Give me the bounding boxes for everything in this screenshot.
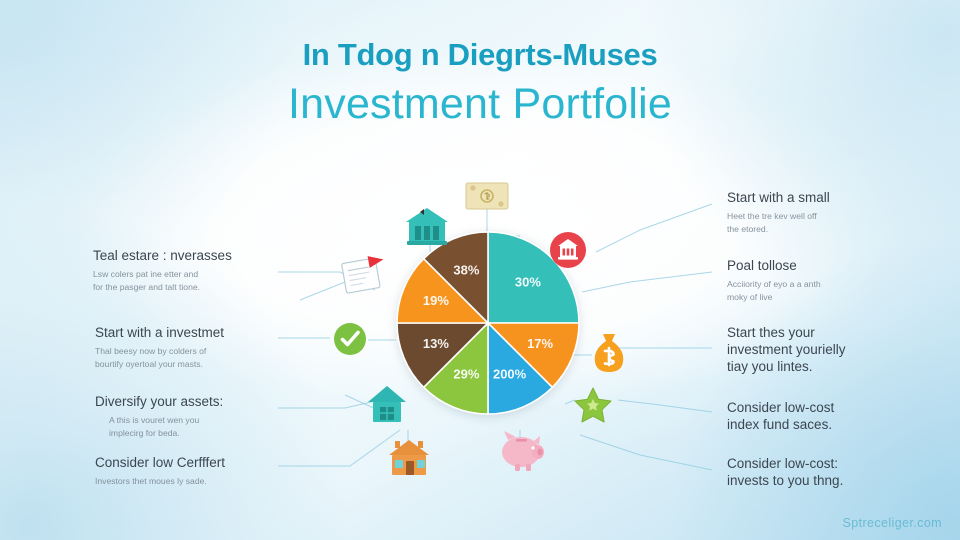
callout-left-1-head: Teal estare : nverasses <box>93 248 232 263</box>
callout-left-2[interactable]: Start with a investmet Thal beesy now by… <box>95 325 295 371</box>
pie-slice-label: 17% <box>527 336 553 351</box>
piggy-bank-icon <box>502 431 544 471</box>
pie-slice[interactable] <box>487 321 554 415</box>
callout-left-4-head: Consider low Cerfffert <box>95 455 226 470</box>
pie-slice-label: 19% <box>423 293 449 308</box>
connector-right-2 <box>581 271 713 293</box>
connector-right-1 <box>595 203 713 253</box>
callout-left-1[interactable]: Teal estare : nverasses Lsw colers pat i… <box>93 248 293 294</box>
callout-left-4[interactable]: Consider low Cerfffert Investors thet mo… <box>95 455 295 488</box>
money-bag-icon <box>594 334 624 372</box>
callout-left-3-head: Diversify your assets: <box>95 394 224 409</box>
title-eyebrow: In Tdog n Diegrts-Muses <box>302 37 658 72</box>
callout-right-2-head: Poal tollose <box>727 258 797 273</box>
callout-left-3[interactable]: Diversify your assets: A this is vouret … <box>95 394 295 440</box>
connector-left-4 <box>278 429 401 467</box>
house-orange-icon <box>389 440 429 475</box>
pie-slice[interactable] <box>422 231 489 325</box>
callout-left-2-head: Start with a investmet <box>95 325 225 340</box>
check-circle-icon <box>334 323 366 355</box>
portfolio-pie-chart[interactable]: 30% 17% 200% 29% 13% 19% 38% <box>395 230 581 416</box>
house-teal-icon <box>368 386 406 422</box>
pie-slice-label: 30% <box>515 275 541 290</box>
star-icon <box>574 387 612 423</box>
callout-right-5-head: Consider low-cost:invests to you thng. <box>727 456 844 488</box>
pie-svg[interactable]: 30% 17% 200% 29% 13% 19% 38% <box>395 230 581 416</box>
pie-slice-label: 38% <box>453 262 479 277</box>
cash-money-icon <box>465 182 509 210</box>
title-main: Investment Portfolie <box>287 80 672 129</box>
pie-slice[interactable] <box>396 257 490 324</box>
pie-slice[interactable] <box>396 322 490 389</box>
document-icon <box>341 256 384 294</box>
watermark: Sptreceliger.com <box>842 516 942 530</box>
page-title: In Tdog n Diegrts-Muses Investment Portf… <box>0 37 960 132</box>
callout-right-5[interactable]: Consider low-cost:invests to you thng. <box>727 456 927 493</box>
callout-left-4-body: Investors thet moues ly sade. <box>95 475 207 486</box>
pie-slice-label: 200% <box>493 367 527 382</box>
callout-right-1[interactable]: Start with a small Heet the tre kev well… <box>727 190 927 236</box>
callout-right-1-head: Start with a small <box>727 190 830 205</box>
bank-building-icon <box>406 208 448 245</box>
pie-slice[interactable] <box>486 322 580 389</box>
bank-badge-icon <box>550 232 586 268</box>
pie-slice-label: 29% <box>453 367 479 382</box>
connector-right-5 <box>579 434 713 471</box>
pie-slice-label: 13% <box>423 336 449 351</box>
pie-slice[interactable] <box>422 321 489 415</box>
connector-right-4 <box>617 399 713 413</box>
